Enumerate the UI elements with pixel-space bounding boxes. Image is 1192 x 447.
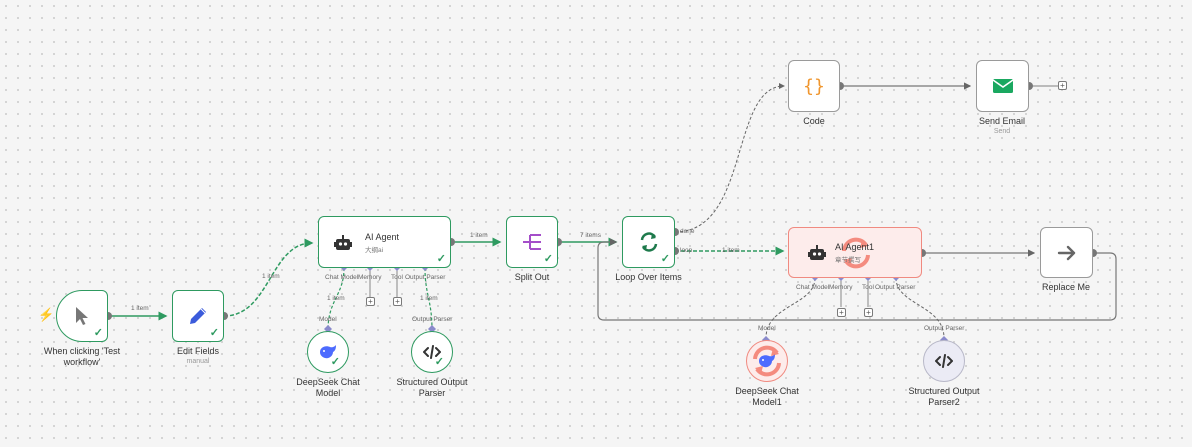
- node-loop-label: Loop Over Items: [615, 272, 682, 282]
- edge-agent1-model: [327, 267, 345, 331]
- edge-agent1-parser: [424, 267, 433, 331]
- add-memory-button[interactable]: +: [366, 297, 375, 306]
- deepseek-whale-icon: [747, 341, 787, 381]
- braces-icon: {}: [803, 75, 825, 97]
- node-send-email-sub: Send: [993, 128, 1011, 135]
- agent1-port-tool: Tool: [391, 274, 403, 281]
- node-ai-agent1-sub: 章节撰写: [835, 257, 861, 264]
- node-ai-agent-sub: 大纲ai: [365, 247, 384, 254]
- agent2-port-tool: Tool: [862, 284, 874, 291]
- edge-label-model1: 1 item: [327, 295, 345, 302]
- edge-label-edit-agent: 1 item: [262, 273, 280, 280]
- deepseek2-port-label: Model: [758, 325, 776, 332]
- deepseek-whale-icon: [308, 332, 348, 372]
- edge-agent2-parser: [895, 277, 945, 339]
- node-split-out-label: Split Out: [514, 272, 550, 282]
- node-edit-fields[interactable]: ✓: [172, 290, 224, 342]
- edge-loop-code: [674, 83, 785, 233]
- parser2-port-label: Output Parser: [924, 325, 965, 332]
- add-tool-button[interactable]: +: [393, 297, 402, 306]
- node-structured-output-parser-label: Structured Output Parser: [396, 377, 468, 398]
- node-deepseek-chat-model[interactable]: ✓: [307, 331, 349, 373]
- node-code[interactable]: {}: [788, 60, 840, 112]
- edge-label-split-loop: 7 items: [580, 232, 601, 239]
- node-edit-fields-label: Edit Fields: [176, 346, 220, 356]
- agent2-port-output-parser: Output Parser: [875, 284, 916, 291]
- node-structured-output-parser[interactable]: ✓: [411, 331, 453, 373]
- loop-icon: [623, 217, 674, 267]
- agent1-port-output-parser: Output Parser: [405, 274, 446, 281]
- edge-label-trigger-edit: 1 item: [131, 305, 149, 312]
- node-ai-agent-title: AI Agent: [365, 232, 400, 242]
- node-send-email-label: Send Email: [978, 116, 1026, 126]
- add-memory-button[interactable]: +: [837, 308, 846, 317]
- code-icon: [924, 341, 964, 381]
- node-trigger[interactable]: ✓: [56, 290, 108, 342]
- node-structured-output-parser2[interactable]: [923, 340, 965, 382]
- parser1-port-label: Output Parser: [412, 316, 453, 323]
- node-send-email[interactable]: [976, 60, 1029, 112]
- loading-spinner-icon: [748, 342, 786, 385]
- robot-icon: [333, 233, 353, 258]
- check-icon: ✓: [434, 356, 444, 368]
- check-icon: ✓: [209, 327, 219, 339]
- node-replace-me-label: Replace Me: [1041, 282, 1091, 292]
- agent2-port-memory: Memory: [829, 284, 853, 291]
- cursor-icon: [57, 291, 107, 341]
- loading-spinner-icon: [837, 234, 875, 277]
- arrow-right-icon: [1041, 228, 1092, 277]
- add-tool-button[interactable]: +: [864, 308, 873, 317]
- check-icon: ✓: [330, 356, 340, 368]
- check-icon: ✓: [93, 327, 103, 339]
- node-edit-fields-sub: manual: [186, 358, 210, 365]
- agent2-port-chat-model: Chat Model: [796, 284, 830, 291]
- robot-icon: [807, 243, 827, 268]
- node-deepseek-chat-model1-label: DeepSeek Chat Model1: [735, 386, 799, 407]
- pencil-icon: [173, 291, 223, 341]
- check-icon: ✓: [660, 253, 670, 265]
- node-structured-output-parser2-label: Structured Output Parser2: [908, 386, 980, 407]
- edge-replace-loop: [597, 238, 1117, 321]
- node-ai-agent1-title: AI Agent1: [835, 242, 875, 252]
- loop-port-done: done: [680, 228, 695, 235]
- edge-edit-agent: [223, 238, 314, 317]
- split-icon: [507, 217, 557, 267]
- node-ai-agent1[interactable]: AI Agent1 章节撰写: [788, 227, 922, 278]
- agent1-port-chat-model: Chat Model: [325, 274, 359, 281]
- add-node-after-email-button[interactable]: +: [1058, 81, 1067, 90]
- node-ai-agent[interactable]: AI Agent 大纲ai ✓: [318, 216, 451, 268]
- deepseek1-port-label: Model: [319, 316, 337, 323]
- edge-label-loop-agent2: 1 item: [722, 247, 740, 254]
- loop-port-loop: loop: [680, 247, 693, 254]
- edge-agent2-model: [765, 277, 816, 339]
- node-trigger-label: When clicking 'Test workflow': [43, 346, 121, 367]
- check-icon: ✓: [436, 253, 446, 265]
- edge-label-parser1: 1 item: [420, 295, 438, 302]
- mail-icon: [977, 61, 1028, 111]
- node-loop[interactable]: ✓: [622, 216, 675, 268]
- code-icon: [412, 332, 452, 372]
- bolt-icon: ⚡: [38, 307, 55, 322]
- node-replace-me[interactable]: [1040, 227, 1093, 278]
- node-deepseek-chat-model1[interactable]: [746, 340, 788, 382]
- agent1-port-memory: Memory: [358, 274, 382, 281]
- node-code-label: Code: [803, 116, 825, 126]
- check-icon: ✓: [543, 253, 553, 265]
- node-deepseek-chat-model-label: DeepSeek Chat Model: [296, 377, 360, 398]
- node-split-out[interactable]: ✓: [506, 216, 558, 268]
- edge-label-agent-split: 1 item: [470, 232, 488, 239]
